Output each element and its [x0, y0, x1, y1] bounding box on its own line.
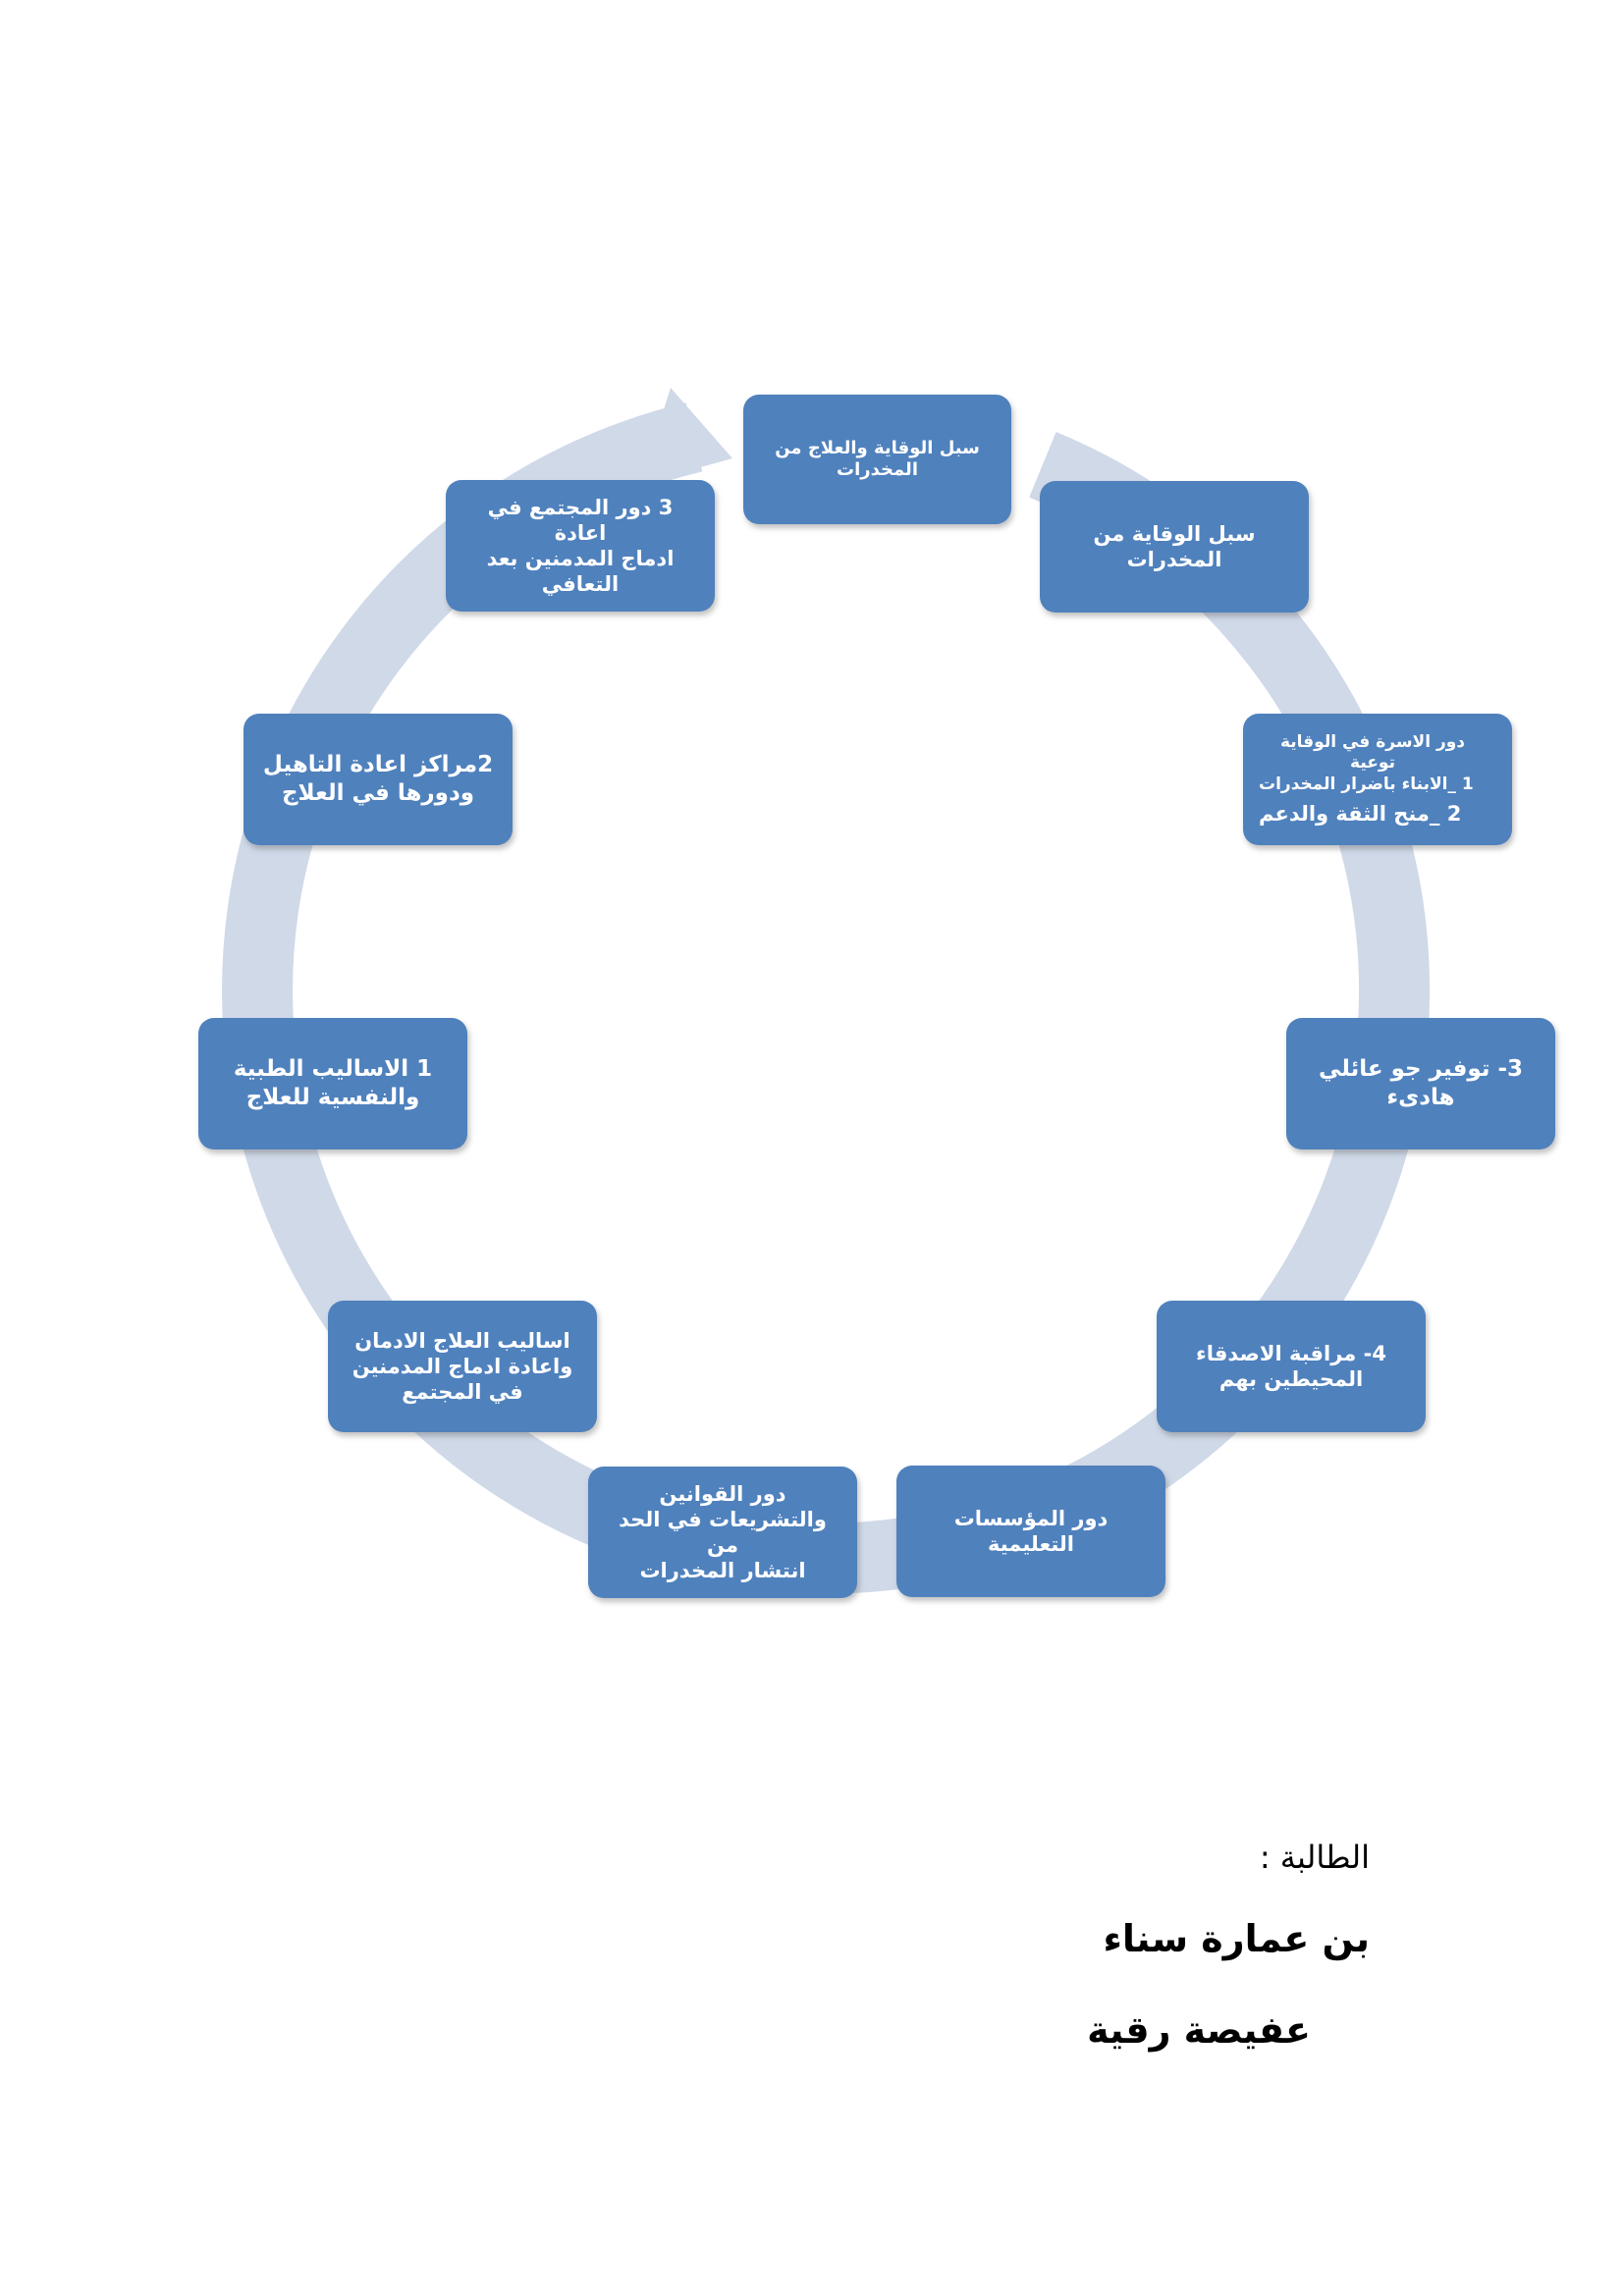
node-text-line: دور القوانين	[659, 1481, 786, 1506]
node-text-line: سبل الوقاية والعلاج من	[775, 437, 980, 458]
node-text-line: انتشار المخدرات	[639, 1559, 806, 1583]
node-text-line: المخدرات	[837, 459, 918, 480]
students-label: الطالبة :	[1259, 1839, 1370, 1876]
students-block: الطالبة : بن عمارة سناء عفيصة رقية	[884, 1839, 1370, 2074]
treatment-methods-node: اساليب العلاج الادمان واعادة ادماج المدم…	[328, 1301, 597, 1432]
family-role-node: دور الاسرة في الوقاية توعية 1 _الابناء ب…	[1243, 714, 1512, 845]
node-text-line: ودورها في العلاج	[281, 780, 475, 806]
node-text-line: دور المؤسسات التعليمية	[953, 1506, 1109, 1556]
prevention-node: سبل الوقاية من المخدرات	[1040, 481, 1309, 613]
medical-methods-node: 1 الاساليب الطبية والنفسية للعلاج	[198, 1018, 467, 1149]
node-text-line: واعادة ادماج المدمنين	[352, 1354, 573, 1378]
node-text-line: سبل الوقاية من المخدرات	[1093, 521, 1256, 571]
node-text-line: المحيطين بهم	[1218, 1367, 1364, 1391]
cycle-arrow-head	[640, 388, 732, 484]
community-role-node: 3 دور المجتمع في اعادة ادماج المدمنين بع…	[446, 480, 715, 612]
education-role-node: دور المؤسسات التعليمية	[896, 1466, 1165, 1597]
student-name: عفيصة رقية	[1087, 2008, 1311, 2052]
node-text-line: 1 الاساليب الطبية	[233, 1056, 433, 1083]
laws-role-node: دور القوانين والتشريعات في الحد من انتشا…	[588, 1467, 857, 1598]
friends-monitoring-node: 4- مراقبة الاصدقاء المحيطين بهم	[1157, 1301, 1426, 1432]
rehab-centers-node: 2مراكز اعادة التاهيل ودورها في العلاج	[244, 714, 513, 845]
node-text-line: اساليب العلاج الادمان	[354, 1328, 570, 1353]
node-text-line: في المجتمع	[402, 1380, 523, 1405]
node-text-line: والتشريعات في الحد من	[619, 1507, 827, 1557]
node-text-line: 1 _الابناء باضرار المخدرات	[1259, 774, 1474, 794]
node-text-line: 4- مراقبة الاصدقاء	[1196, 1341, 1386, 1365]
node-text-line: دور الاسرة في الوقاية توعية	[1279, 732, 1466, 774]
student-name: بن عمارة سناء	[1103, 1917, 1370, 1960]
node-text-line: 2مراكز اعادة التاهيل	[262, 752, 494, 778]
node-text-line: 3- توفير جو عائلي	[1318, 1056, 1524, 1083]
center-title-node: سبل الوقاية والعلاج من المخدرات	[743, 395, 1011, 524]
node-text-line: 3 دور المجتمع في اعادة	[487, 495, 674, 545]
node-text-line: 2 _منح الثقة والدعم	[1259, 801, 1462, 826]
node-text-line: والنفسية للعلاج	[245, 1085, 420, 1110]
calm-home-node: 3- توفير جو عائلي هادىء	[1286, 1018, 1555, 1149]
node-text-line: هادىء	[1386, 1085, 1455, 1110]
node-text-line: ادماج المدمنين بعد التعافي	[486, 547, 675, 597]
